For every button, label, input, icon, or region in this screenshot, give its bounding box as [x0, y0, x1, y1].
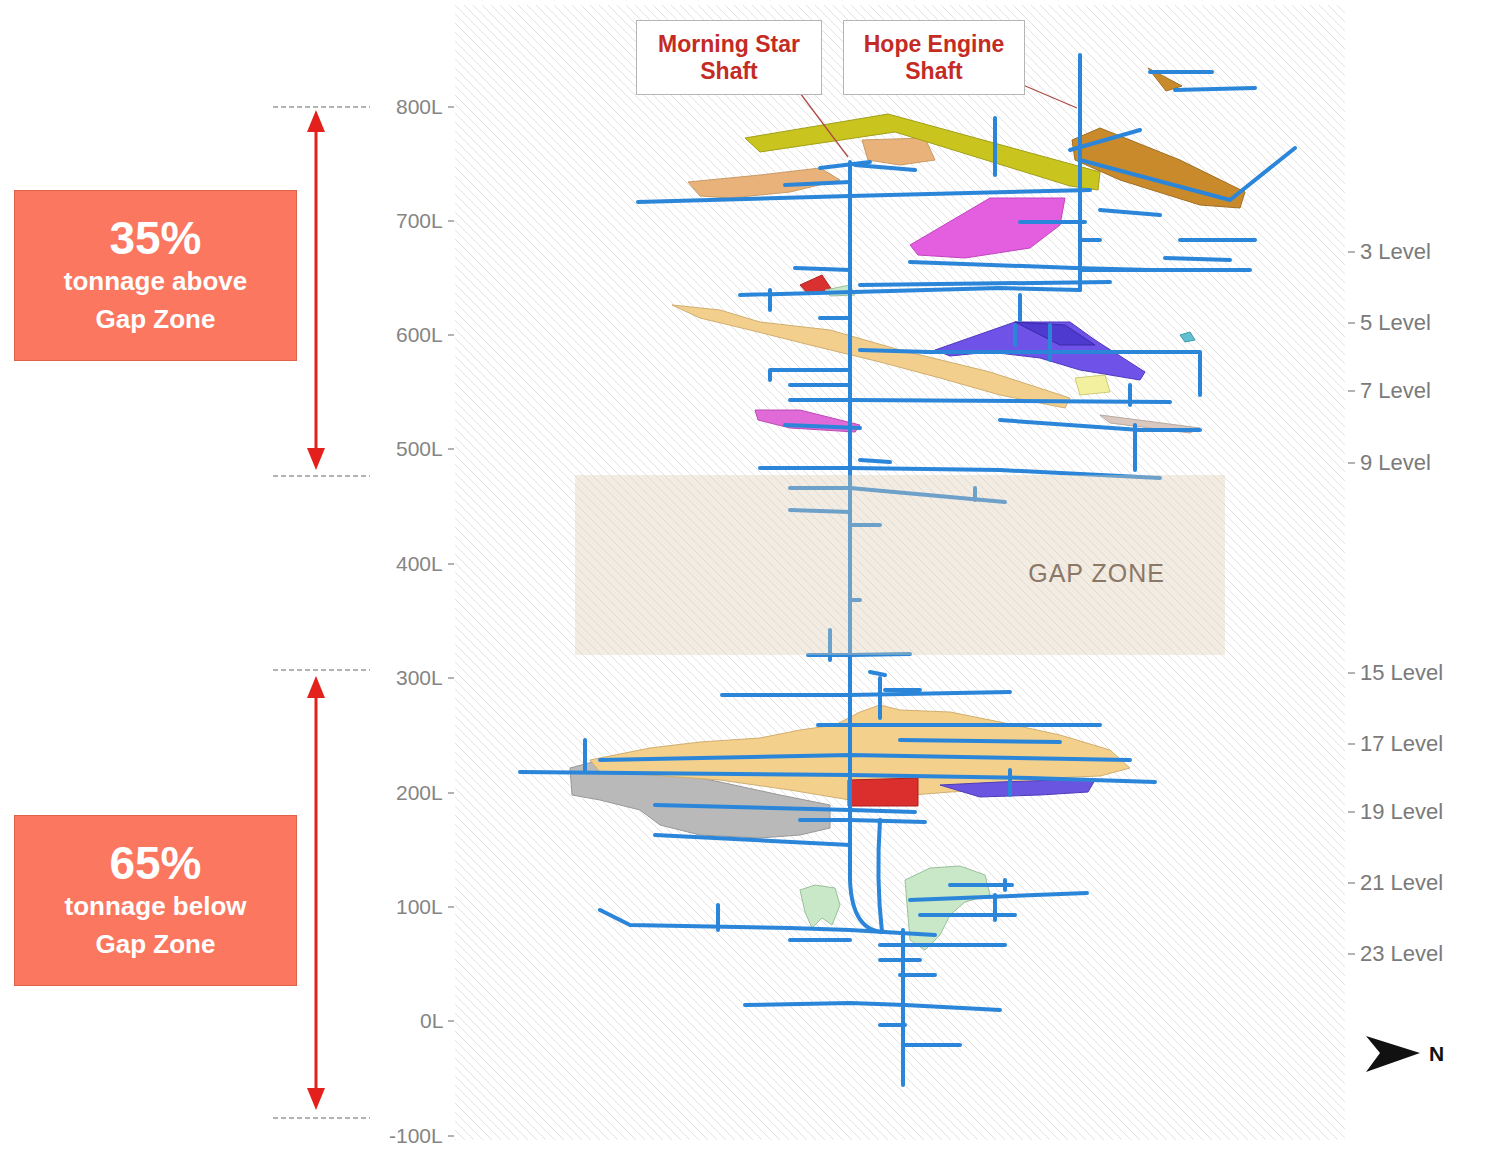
node-text: Morning Star Shaft	[646, 31, 812, 84]
level-label: 17 Level	[1360, 731, 1443, 757]
node-text: tonnage below Gap Zone	[48, 888, 263, 963]
percentage-text: 65%	[109, 838, 201, 889]
ore-bodies	[570, 68, 1245, 950]
level-label: 5 Level	[1360, 310, 1431, 336]
elevation-label: 700L	[396, 208, 443, 233]
percentage-text: 35%	[109, 213, 201, 264]
leader-lines	[800, 85, 1077, 157]
callout-box: Hope Engine Shaft	[843, 20, 1025, 95]
elevation-label: 0L	[420, 1008, 443, 1033]
hatched-section	[455, 5, 1345, 1140]
mine-workings	[520, 55, 1295, 1085]
north-label: N	[1429, 1041, 1444, 1066]
level-label: 23 Level	[1360, 941, 1443, 967]
tonnage-box: 35%tonnage above Gap Zone	[14, 190, 297, 361]
elevation-label: 200L	[396, 780, 443, 805]
gap-zone-band: GAP ZONE	[575, 475, 1225, 655]
level-label: 3 Level	[1360, 239, 1431, 265]
elevation-label: 600L	[396, 322, 443, 347]
node-text: GAP ZONE	[1028, 558, 1165, 588]
node-text: tonnage above Gap Zone	[48, 263, 263, 338]
elevation-label: -100L	[389, 1123, 443, 1148]
elevation-label: 300L	[396, 665, 443, 690]
range-arrows	[307, 110, 325, 1110]
level-label: 9 Level	[1360, 450, 1431, 476]
north-arrow	[1366, 1036, 1420, 1072]
level-label: 21 Level	[1360, 870, 1443, 896]
level-label: 7 Level	[1360, 378, 1431, 404]
callout-box: Morning Star Shaft	[636, 20, 822, 95]
node-text: Hope Engine Shaft	[853, 31, 1015, 84]
level-label: 19 Level	[1360, 799, 1443, 825]
level-label: 15 Level	[1360, 660, 1443, 686]
elevation-label: 100L	[396, 894, 443, 919]
tonnage-box: 65%tonnage below Gap Zone	[14, 815, 297, 986]
elevation-label: 800L	[396, 94, 443, 119]
axis-ticks	[448, 107, 1355, 1136]
elevation-label: 500L	[396, 436, 443, 461]
elevation-label: 400L	[396, 551, 443, 576]
